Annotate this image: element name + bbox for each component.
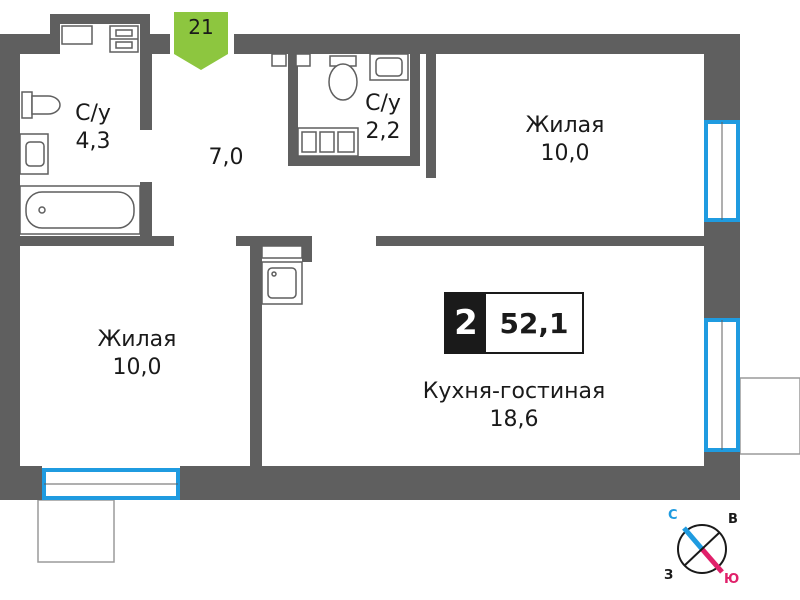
toilet2-icon (328, 55, 358, 101)
room-area-kitchen: 18,6 (489, 407, 539, 432)
balcony-bottom (37, 499, 115, 563)
wall-bath2-right (410, 54, 420, 166)
wall-bottom-left (0, 466, 42, 500)
windows (42, 120, 740, 500)
bath1-fixtures (19, 91, 141, 235)
balcony-right (739, 377, 800, 455)
room-label-bedroom2: Жилая 10,0 (72, 326, 202, 382)
compass-north-needle (682, 526, 704, 551)
sink2-icon (369, 53, 409, 81)
wall-bath1-right-bottom (140, 182, 152, 240)
room-label-bedroom1: Жилая 10,0 (500, 112, 630, 168)
apartment-marker (174, 12, 228, 70)
wall-mid-left (20, 236, 174, 246)
unit-badge: 2 52,1 (444, 292, 584, 354)
compass-south-needle (700, 547, 724, 574)
hall-shoe-rack-icon (271, 53, 311, 67)
bathtub-icon (19, 185, 141, 235)
top-niche-fixtures (61, 25, 139, 53)
wall-kitchen-stub (302, 246, 312, 262)
wall-top-niche-left (50, 14, 60, 54)
room-name-bath1: С/у (75, 101, 111, 126)
room-name-kitchen: Кухня-гостиная (422, 379, 606, 404)
room-label-kitchen: Кухня-гостиная 18,6 (404, 378, 624, 434)
wall-mid-center (236, 236, 312, 246)
compass-south-label: Ю (724, 572, 740, 587)
room-name-bath2: С/у (365, 91, 401, 116)
wall-top-niche-right (140, 14, 150, 54)
room-label-bath1: С/у 4,3 (62, 100, 124, 156)
wall-top-niche (50, 14, 150, 24)
rooms-count: 2 (446, 294, 486, 352)
window-inner-lines (44, 122, 723, 485)
room-label-hall: 7,0 (196, 144, 256, 172)
compass-cross (683, 531, 721, 567)
room-area-bath2: 2,2 (365, 119, 401, 144)
sink-icon (19, 133, 49, 175)
wall-right-mid (704, 222, 740, 318)
total-area: 52,1 (499, 306, 569, 340)
wall-bath2-left (288, 54, 298, 164)
room-name-bedroom2: Жилая (97, 327, 177, 352)
compass (677, 524, 727, 574)
wall-bath1-right-top (140, 54, 152, 130)
wall-right-top (704, 34, 740, 120)
walls (0, 14, 740, 500)
wall-kitchen-left (250, 246, 262, 466)
wall-left (0, 34, 20, 500)
compass-east-label: В (728, 512, 738, 527)
wall-bath2-bottom (288, 156, 410, 166)
room-area-bedroom1: 10,0 (540, 141, 590, 166)
compass-north-label: С (668, 508, 678, 523)
wall-bedroom1-left (426, 54, 436, 178)
compass-west-label: З (664, 568, 674, 583)
wall-top-mid (150, 34, 170, 54)
room-name-bedroom1: Жилая (525, 113, 605, 138)
washer-icon (297, 127, 359, 157)
room-label-bath2: С/у 2,2 (352, 90, 414, 146)
kitchen-sink-icon (261, 245, 303, 305)
wall-top-right (234, 34, 740, 54)
wall-mid-right (376, 236, 704, 246)
bath2-fixtures (271, 53, 409, 157)
room-area-bath1: 4,3 (75, 129, 111, 154)
apartment-number: 21 (188, 15, 214, 39)
toilet-icon (21, 91, 61, 119)
wall-bottom-right (180, 466, 740, 500)
room-area-hall: 7,0 (208, 145, 244, 170)
room-area-bedroom2: 10,0 (112, 355, 162, 380)
